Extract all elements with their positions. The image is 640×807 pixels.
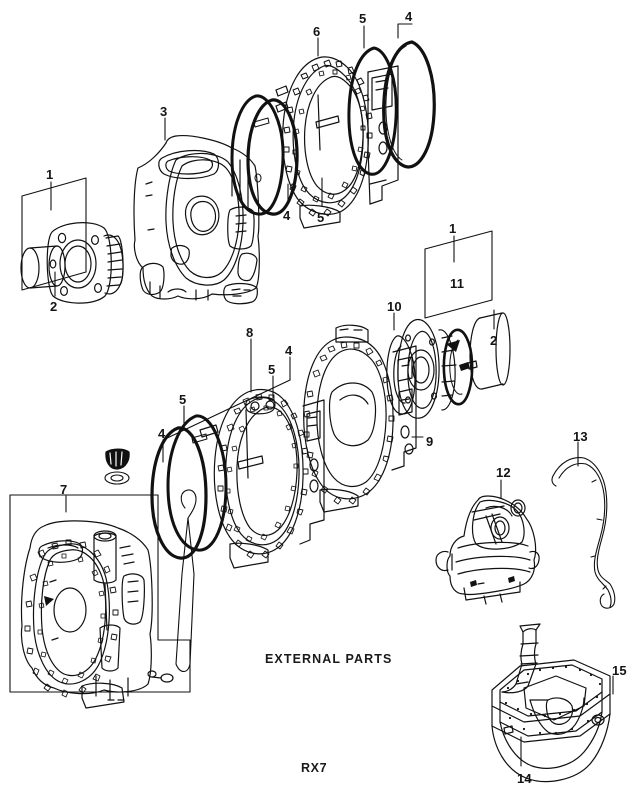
part-o-ring-5-front-left [230, 94, 285, 216]
callout-5-o-ring-rear-upper: 5 [268, 362, 276, 377]
part-o-ring-4-top-highlight [385, 45, 407, 161]
callout-5-o-ring-front-lower: 5 [317, 210, 325, 225]
callout-1-front-seal-set: 1 [46, 167, 54, 182]
model-title: RX7 [301, 761, 328, 775]
callout-1-rear-seal-set: 1 [449, 221, 457, 236]
callout-4-o-ring-rear-upper: 4 [285, 343, 293, 358]
callout-6-rotor-housing-front: 6 [313, 24, 321, 39]
part-oil-pan [491, 659, 611, 783]
callout-2-rear-sleeve: 2 [490, 333, 498, 348]
part-oil-pump [435, 495, 540, 605]
part-rotor-housing-rear [199, 388, 325, 569]
callout-12-oil-pump: 12 [496, 465, 511, 480]
callout-4-o-ring-top: 4 [405, 9, 413, 24]
part-o-ring-4-front-left [246, 98, 299, 216]
callout-9-intermediate-housing: 9 [426, 434, 434, 449]
callout-3-front-housing-cover: 3 [160, 104, 168, 119]
callout-2-front-sleeve: 2 [50, 299, 58, 314]
callout-14-oil-strainer: 14 [517, 771, 532, 786]
part-oil-pan-gasket [551, 457, 616, 609]
callout-5-o-ring-top: 5 [359, 11, 367, 26]
callout-15-oil-pan: 15 [612, 663, 627, 678]
part-rear-housing [20, 520, 174, 709]
callout-5-o-ring-rear-lower: 5 [179, 392, 187, 407]
callout-8-rotor-housing-rear: 8 [246, 325, 254, 340]
part-rear-hub-assembly [386, 312, 511, 419]
part-o-ring-4-rear [150, 426, 208, 560]
part-front-hub-assembly [20, 222, 124, 304]
callout-13-oil-pan-gasket: 13 [573, 429, 588, 444]
section-title: EXTERNAL PARTS [265, 652, 393, 666]
part-dipstick-rod [175, 489, 197, 673]
part-filler-cap-and-washer [104, 448, 130, 485]
callout-4-o-ring-front-lower: 4 [283, 208, 291, 223]
callout-11-rear-oil-seal: 11 [450, 276, 465, 291]
callout-10-stationary-gear: 10 [387, 299, 402, 314]
part-o-ring-5-rear [166, 414, 228, 552]
callout-7-rear-housing: 7 [60, 482, 68, 497]
part-oil-strainer [501, 623, 541, 694]
callout-4-o-ring-rear-lower: 4 [158, 426, 166, 441]
